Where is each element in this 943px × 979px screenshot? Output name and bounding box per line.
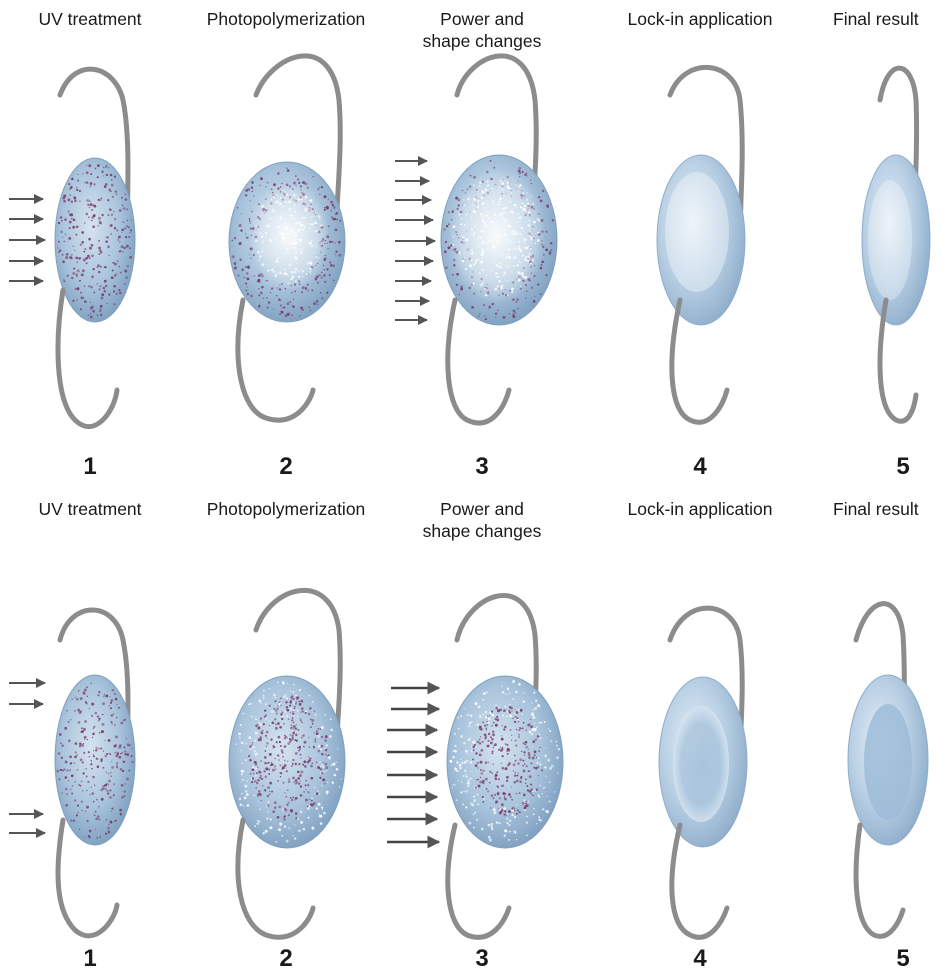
lens-illustration	[387, 490, 577, 979]
step-number: 3	[387, 453, 577, 481]
step-number: 3	[387, 945, 577, 973]
step-number: 4	[605, 453, 795, 481]
step-number: 2	[191, 945, 381, 973]
step-number: 2	[191, 453, 381, 481]
step-power-shape-changes: Power and shape changes 3	[387, 0, 577, 490]
step-photopolymerization: Photopolymerization 2	[191, 0, 381, 490]
lock-in-shine	[665, 172, 729, 292]
step-number: 1	[0, 945, 185, 973]
step-final-result: Final result 5	[808, 0, 943, 490]
step-lock-in: Lock-in application 4	[605, 490, 795, 979]
process-row-top: UV treatment 1 Photopolymerization 2 Po	[0, 0, 943, 490]
lens-illustration	[605, 490, 795, 979]
step-lock-in: Lock-in application 4	[605, 0, 795, 490]
step-uv-treatment: UV treatment 1	[0, 490, 185, 979]
lens-illustration	[0, 490, 185, 979]
final-lens-inner-zone	[864, 704, 912, 820]
final-lens-highlight	[868, 180, 912, 300]
uv-light-arrow-icon	[9, 683, 45, 833]
step-number: 1	[0, 453, 185, 481]
uv-light-arrow-icon	[395, 161, 435, 320]
lens-illustration	[387, 0, 577, 490]
intraocular-lens-icon	[55, 158, 135, 322]
process-row-bottom: UV treatment 1 Photopolymerization 2 Pow…	[0, 490, 943, 979]
step-power-shape-changes: Power and shape changes 3	[387, 490, 577, 979]
step-number: 5	[808, 453, 943, 481]
step-uv-treatment: UV treatment 1	[0, 0, 185, 490]
step-number: 5	[808, 945, 943, 973]
lens-illustration	[808, 490, 943, 979]
intraocular-lens-icon	[55, 675, 135, 845]
step-final-result: Final result 5	[808, 490, 943, 979]
lock-in-inner-ring	[673, 706, 729, 822]
lens-illustration	[808, 0, 943, 490]
step-number: 4	[605, 945, 795, 973]
lens-illustration	[605, 0, 795, 490]
step-photopolymerization: Photopolymerization 2	[191, 490, 381, 979]
lens-illustration	[191, 0, 381, 490]
lens-illustration	[0, 0, 185, 490]
uv-light-arrow-icon	[387, 688, 439, 842]
lens-illustration	[191, 490, 381, 979]
uv-light-arrow-icon	[9, 199, 45, 281]
